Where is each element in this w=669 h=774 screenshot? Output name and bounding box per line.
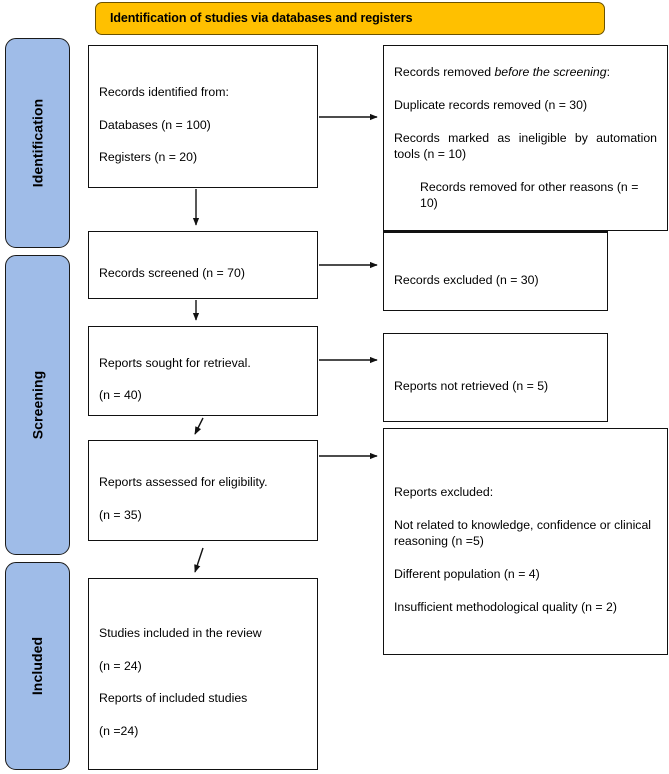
stage-label-text: Screening	[29, 370, 46, 440]
reports-excluded-line4: Insufficient methodological quality (n =…	[394, 599, 617, 614]
box-reports-excluded: Reports excluded: Not related to knowled…	[383, 428, 668, 655]
header-title: Identification of studies via databases …	[110, 10, 413, 25]
box-records-screened-text: Records screened (n = 70)	[89, 249, 317, 282]
studies-included-line3: Reports of included studies	[99, 691, 248, 706]
stage-label-text: Identification	[29, 98, 46, 188]
stage-label-text: Included	[29, 636, 46, 696]
reports-sought-line2: (n = 40)	[99, 388, 142, 403]
studies-included-line1: Studies included in the review	[99, 625, 262, 640]
reports-assessed-line1: Reports assessed for eligibility.	[99, 475, 268, 490]
studies-included-line4: (n =24)	[99, 724, 139, 739]
records-identified-line3: Registers (n = 20)	[99, 150, 198, 165]
studies-included-line2: (n = 24)	[99, 658, 142, 673]
reports-excluded-line3: Different population (n = 4)	[394, 567, 540, 582]
records-removed-lead: Records removed before the screening:	[394, 65, 610, 79]
reports-excluded-line2: Not related to knowledge, confidence or …	[394, 517, 652, 549]
reports-sought-line1: Reports sought for retrieval.	[99, 355, 251, 370]
box-reports-not-retrieved: Reports not retrieved (n = 5)	[383, 333, 608, 422]
box-records-removed: Records removed before the screening: Du…	[383, 45, 668, 231]
reports-excluded-line1: Reports excluded:	[394, 485, 494, 500]
records-identified-line2: Databases (n = 100)	[99, 117, 211, 132]
box-reports-not-retrieved-text: Reports not retrieved (n = 5)	[384, 361, 607, 394]
records-removed-duplicate: Duplicate records removed (n = 30)	[394, 98, 588, 113]
box-records-excluded-text: Records excluded (n = 30)	[384, 255, 607, 288]
records-identified-line1: Records identified from:	[99, 84, 229, 99]
records-removed-automation: Records marked as ineligible by automati…	[394, 130, 657, 162]
records-removed-other: Records removed for other reasons (n = 1…	[420, 179, 639, 211]
arrow-sought-to-assessed	[194, 417, 204, 435]
box-records-excluded: Records excluded (n = 30)	[383, 231, 608, 311]
box-records-identified-text: Records identified from: Databases (n = …	[89, 67, 317, 165]
stage-label-included: Included	[5, 562, 70, 770]
records-removed-lead-colon: :	[606, 65, 611, 80]
box-reports-excluded-text: Reports excluded: Not related to knowled…	[384, 468, 667, 615]
records-excluded-line1: Records excluded (n = 30)	[394, 272, 539, 287]
box-records-screened: Records screened (n = 70)	[88, 231, 318, 299]
stage-label-screening: Screening	[5, 255, 70, 555]
box-studies-included: Studies included in the review (n = 24) …	[88, 578, 318, 770]
box-studies-included-text: Studies included in the review (n = 24) …	[89, 609, 317, 740]
records-removed-lead-italic: before the screening	[494, 65, 607, 80]
records-screened-line1: Records screened (n = 70)	[99, 266, 245, 280]
stage-label-identification: Identification	[5, 38, 70, 248]
records-removed-lead-plain: Records removed	[394, 65, 495, 80]
reports-not-retrieved-line1: Reports not retrieved (n = 5)	[394, 378, 549, 393]
box-reports-sought-text: Reports sought for retrieval. (n = 40)	[89, 338, 317, 403]
box-records-identified: Records identified from: Databases (n = …	[88, 45, 318, 188]
arrow-assessed-to-included	[194, 547, 204, 573]
box-reports-assessed: Reports assessed for eligibility. (n = 3…	[88, 440, 318, 541]
box-reports-assessed-text: Reports assessed for eligibility. (n = 3…	[89, 458, 317, 523]
box-reports-sought: Reports sought for retrieval. (n = 40)	[88, 326, 318, 416]
box-records-removed-text: Records removed before the screening: Du…	[384, 48, 667, 228]
reports-assessed-line2: (n = 35)	[99, 507, 142, 522]
header-banner: Identification of studies via databases …	[95, 2, 605, 35]
